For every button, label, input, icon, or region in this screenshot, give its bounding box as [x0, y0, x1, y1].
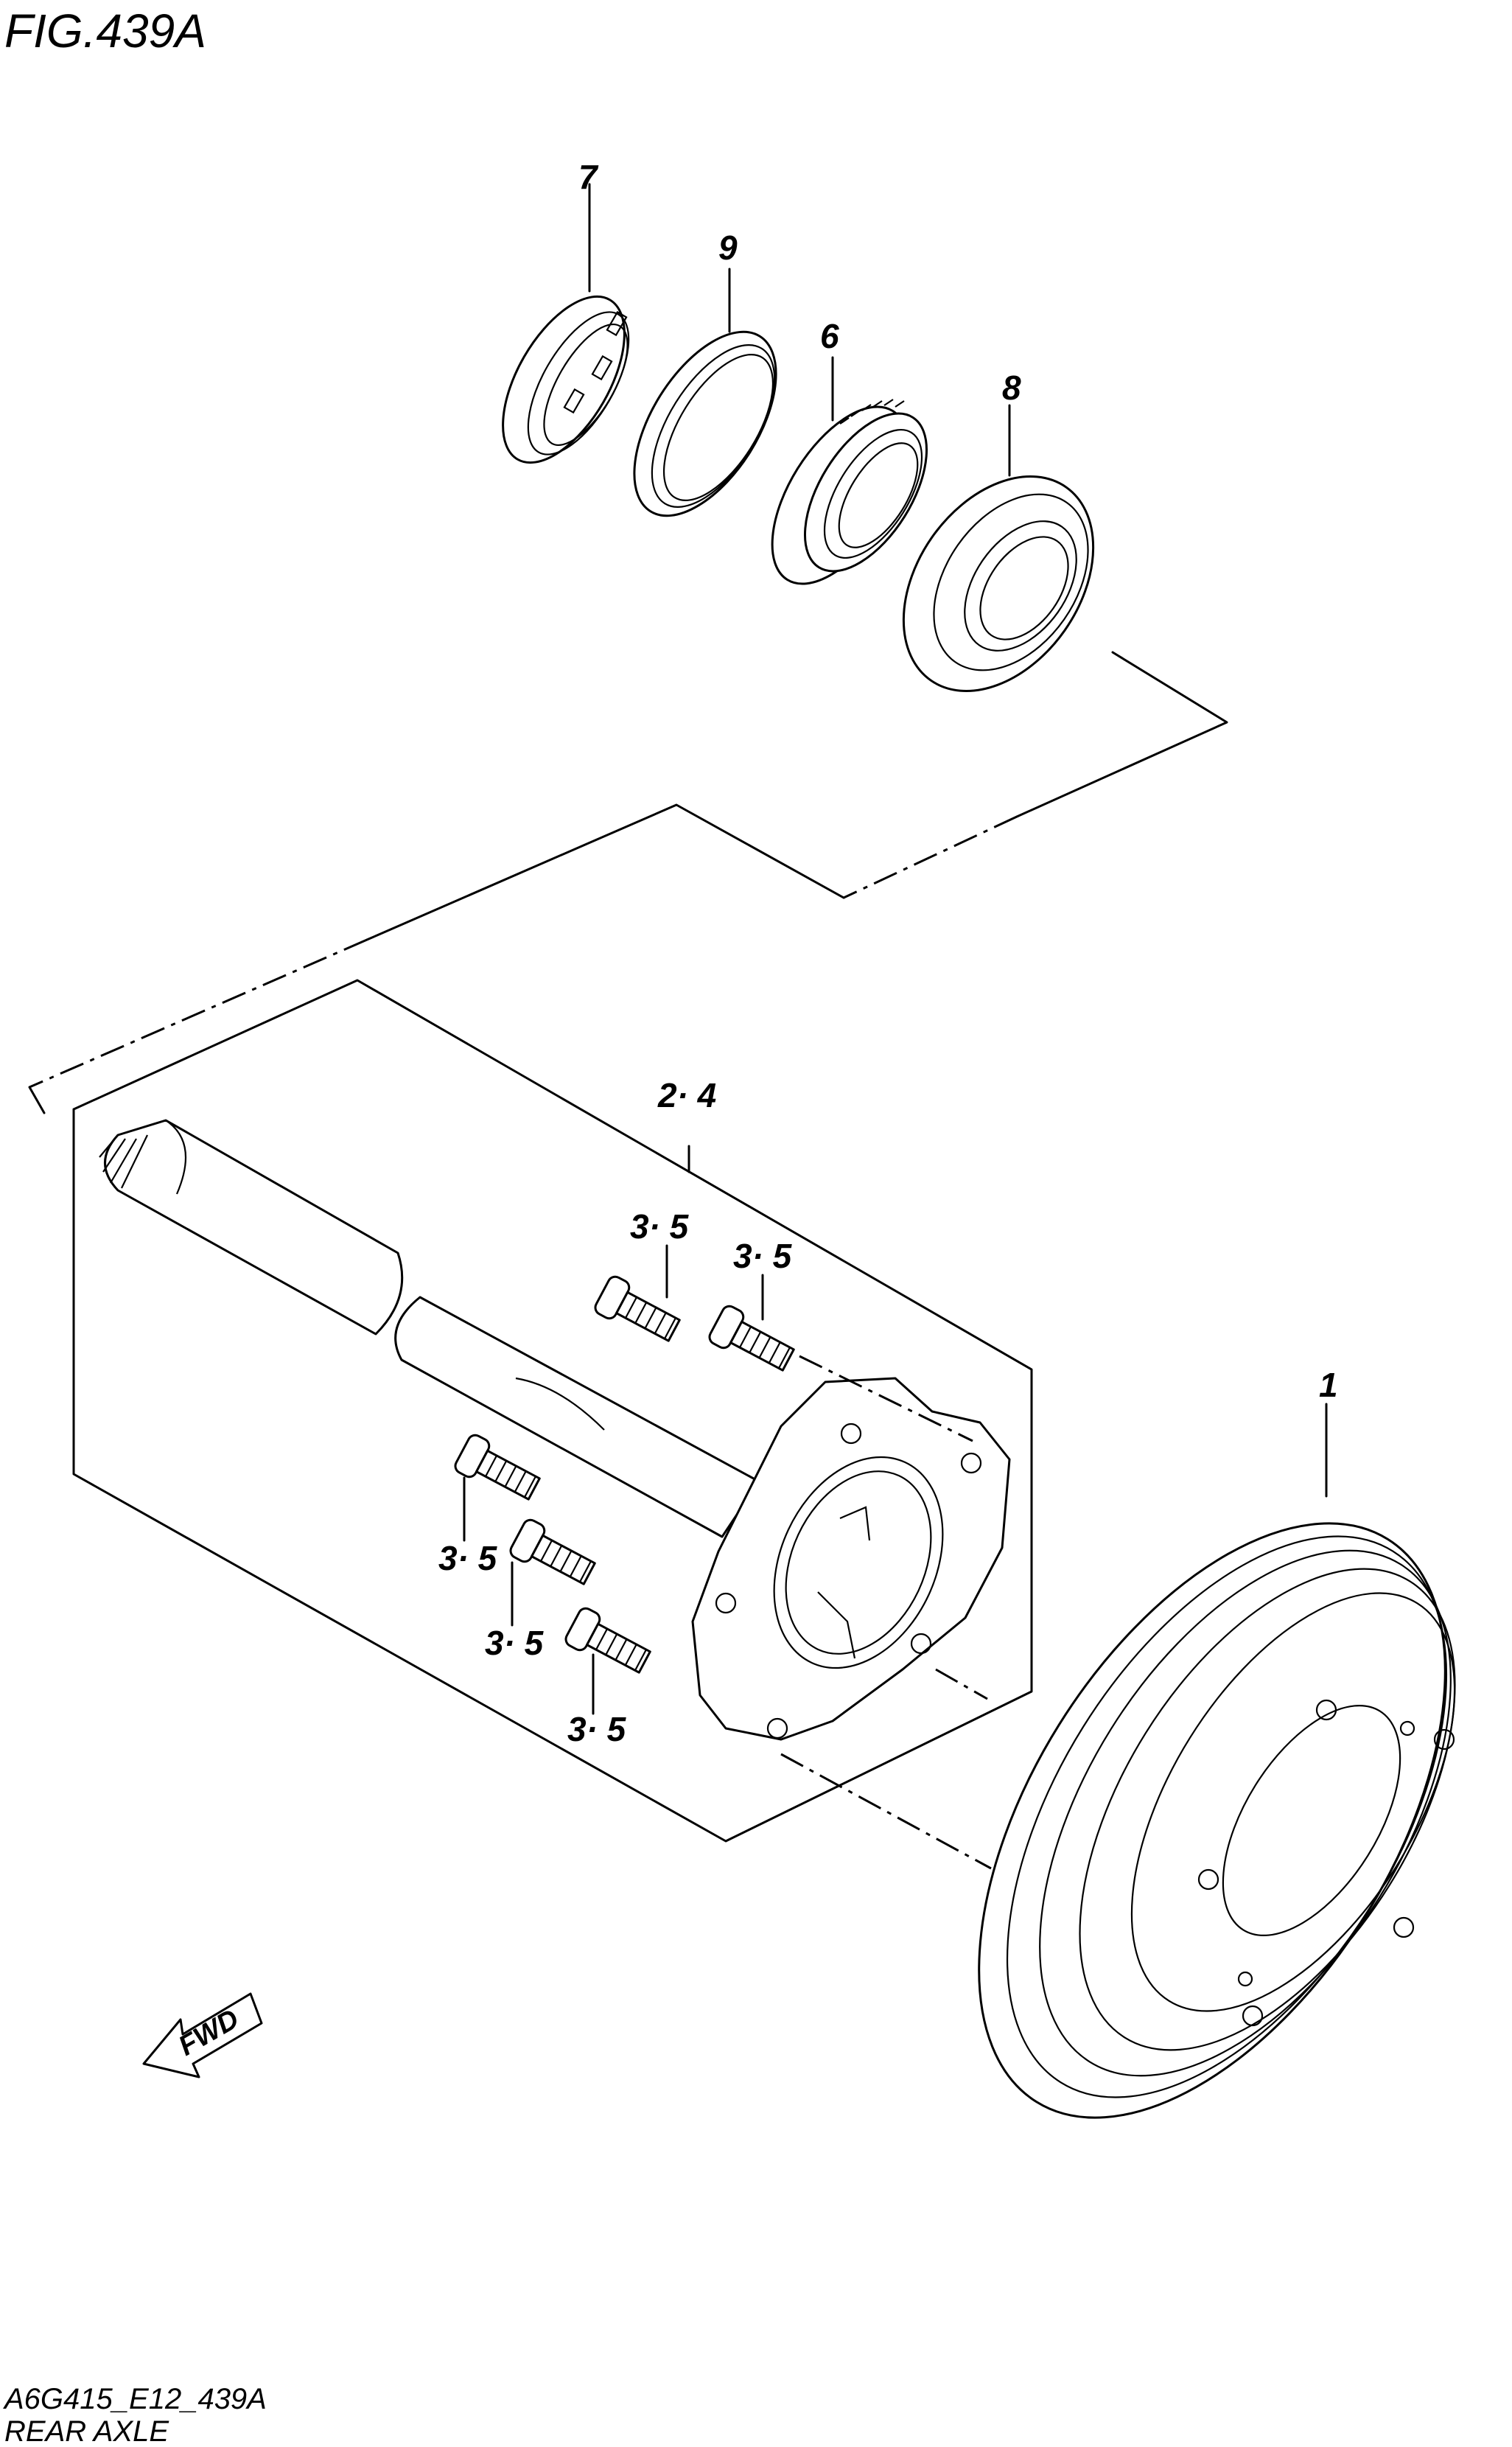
part-9-bearing-race — [633, 268, 777, 517]
part-7-oil-seal — [502, 183, 630, 464]
part-1-brake-drum — [978, 1403, 1456, 2119]
figure-title: FIG.439A — [4, 4, 206, 57]
label-part-3-5-c: 3· 5 — [438, 1539, 498, 1577]
diagram-name: REAR AXLE — [4, 2415, 169, 2447]
part-8-ball-bearing — [902, 404, 1095, 692]
part-6-roller-bearing — [771, 356, 928, 585]
upper-assembly-frame — [28, 651, 1228, 1114]
label-part-3-5-e: 3· 5 — [567, 1710, 627, 1748]
label-part-7: 7 — [578, 158, 599, 196]
label-part-6: 6 — [820, 317, 839, 355]
label-part-3-5-b: 3· 5 — [733, 1237, 793, 1275]
part-3-hub-bolts — [454, 1244, 795, 1715]
part-2-axle-shaft — [99, 1119, 760, 1538]
label-part-2-4: 2· 4 — [657, 1076, 716, 1114]
axle-assembly-frame — [72, 979, 1033, 1843]
label-part-1: 1 — [1319, 1366, 1338, 1404]
forward-direction-arrow: FWD — [142, 1992, 263, 2078]
label-part-3-5-d: 3· 5 — [485, 1624, 545, 1662]
label-part-9: 9 — [718, 228, 738, 267]
part-4-flange-plate — [687, 1145, 1011, 1741]
label-part-3-5-a: 3· 5 — [630, 1207, 690, 1246]
label-part-8: 8 — [1002, 369, 1021, 407]
diagram-code: A6G415_E12_439A — [3, 2383, 267, 2415]
